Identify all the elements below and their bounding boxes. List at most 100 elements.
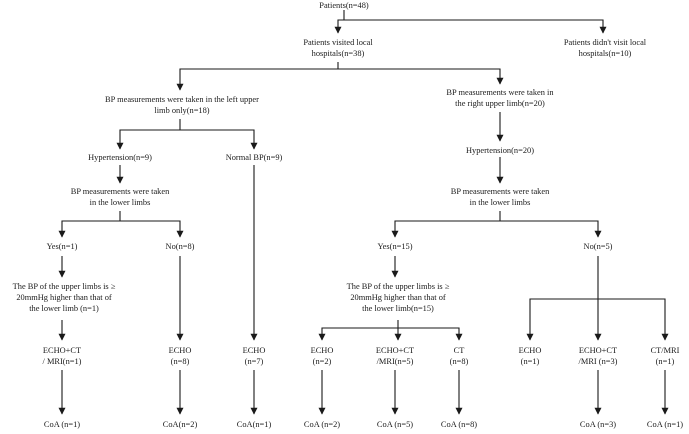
node-label: BP measurements were taken in the left u… xyxy=(105,95,259,104)
lower-limbs-right-node: BP measurements were taken in the lower … xyxy=(451,186,550,208)
connector-visited xyxy=(176,62,339,91)
node-label: Hypertension(n=9) xyxy=(88,153,152,162)
upper-vs-lower-right-node: The BP of the upper limbs is ≥ 20mmHg hi… xyxy=(347,281,450,314)
connector-root xyxy=(334,19,344,34)
test-node-3: ECHO (n=7) xyxy=(243,345,266,367)
connector-upper-right xyxy=(398,327,463,341)
node-label: BP measurements were taken xyxy=(450,187,550,196)
node-label: Yes(n=1) xyxy=(46,242,78,251)
node-label: / MRI(n=1) xyxy=(42,357,82,366)
test-node-9: CT/MRI (n=1) xyxy=(651,345,680,367)
node-label: in the lower limbs xyxy=(89,198,151,207)
connector-no-right xyxy=(598,298,669,341)
node-label: Patients visited local xyxy=(303,38,373,47)
connector-root xyxy=(343,10,607,34)
node-label: CoA (n=2) xyxy=(303,420,341,429)
yes-left-node: Yes(n=1) xyxy=(47,241,78,252)
visited-hospitals-node: Patients visited local hospitals(n=38) xyxy=(303,37,372,59)
test-node-7: ECHO (n=1) xyxy=(519,345,542,367)
left-upper-limb-node: BP measurements were taken in the left u… xyxy=(105,94,259,116)
node-label: ECHO+CT xyxy=(42,346,82,355)
root-node: Patients(n=48) xyxy=(319,0,368,11)
connector-no-right xyxy=(526,256,599,341)
node-label: 20mmHg higher than that of xyxy=(350,293,446,302)
node-label: (n=2) xyxy=(312,357,332,366)
node-label: ECHO xyxy=(168,346,192,355)
connector-lower-right xyxy=(500,220,602,238)
coa-node-2: CoA(n=2) xyxy=(163,419,198,430)
coa-node-1: CoA (n=1) xyxy=(44,419,80,430)
node-label: The BP of the upper limbs is ≥ xyxy=(12,282,116,291)
node-label: CoA(n=2) xyxy=(162,420,198,429)
upper-vs-lower-left-node: The BP of the upper limbs is ≥ 20mmHg hi… xyxy=(13,281,116,314)
node-label: (n=1) xyxy=(520,357,540,366)
node-label: BP measurements were taken xyxy=(70,187,170,196)
node-label: (n=1) xyxy=(655,357,675,366)
test-node-5: ECHO+CT /MRI(n=5) xyxy=(376,345,414,367)
node-label: The BP of the upper limbs is ≥ xyxy=(346,282,450,291)
coa-node-9: CoA (n=1) xyxy=(647,419,683,430)
node-label: ECHO xyxy=(242,346,266,355)
coa-node-4: CoA (n=2) xyxy=(304,419,340,430)
node-label: CoA (n=1) xyxy=(646,420,684,429)
coa-node-3: CoA(n=1) xyxy=(237,419,272,430)
node-label: the lower limb (n=1) xyxy=(29,304,99,313)
node-label: (n=7) xyxy=(244,357,264,366)
test-node-1: ECHO+CT / MRI(n=1) xyxy=(43,345,82,367)
coa-node-5: CoA (n=5) xyxy=(377,419,413,430)
node-label: ECHO xyxy=(310,346,334,355)
connector-left-limb xyxy=(180,129,258,150)
node-label: ECHO+CT xyxy=(578,346,618,355)
node-label: CoA (n=3) xyxy=(579,420,617,429)
connector-lower-left xyxy=(120,220,184,238)
node-label: Patients(n=48) xyxy=(319,1,369,10)
node-label: Hypertension(n=20) xyxy=(466,146,534,155)
node-label: /MRI (n=3) xyxy=(578,357,618,366)
hypertension-left-node: Hypertension(n=9) xyxy=(88,152,152,163)
no-left-node: No(n=8) xyxy=(166,241,195,252)
node-label: CoA (n=1) xyxy=(43,420,81,429)
node-label: ECHO+CT xyxy=(375,346,415,355)
node-label: (n=8) xyxy=(449,357,469,366)
node-label: No(n=8) xyxy=(165,242,195,251)
node-label: 20mmHg higher than that of xyxy=(16,293,112,302)
connector-visited xyxy=(338,68,504,85)
test-node-8: ECHO+CT /MRI (n=3) xyxy=(579,345,618,367)
node-label: ECHO xyxy=(518,346,542,355)
node-label: CoA (n=5) xyxy=(376,420,414,429)
node-label: Yes(n=15) xyxy=(377,242,413,251)
no-right-node: No(n=5) xyxy=(584,241,613,252)
node-label: CoA (n=8) xyxy=(440,420,478,429)
node-label: /MRI(n=5) xyxy=(376,357,414,366)
connector-lower-right xyxy=(391,211,501,238)
node-label: the right upper limb(n=20) xyxy=(455,99,545,108)
coa-node-8: CoA (n=3) xyxy=(580,419,616,430)
node-label: limb only(n=18) xyxy=(154,106,210,115)
node-label: Patients didn't visit local xyxy=(563,38,647,47)
node-label: CT/MRI xyxy=(650,346,680,355)
connector-lower-left xyxy=(58,211,121,238)
node-label: in the lower limbs xyxy=(469,198,531,207)
test-node-6: CT (n=8) xyxy=(450,345,469,367)
test-node-2: ECHO (n=8) xyxy=(169,345,192,367)
node-label: No(n=5) xyxy=(583,242,613,251)
node-label: the lower limb(n=15) xyxy=(362,304,434,313)
test-node-4: ECHO (n=2) xyxy=(311,345,334,367)
node-label: hospitals(n=38) xyxy=(311,49,365,58)
yes-right-node: Yes(n=15) xyxy=(377,241,412,252)
lower-limbs-left-node: BP measurements were taken in the lower … xyxy=(71,186,170,208)
connector-upper-right xyxy=(318,320,399,341)
node-label: (n=8) xyxy=(170,357,190,366)
hypertension-right-node: Hypertension(n=20) xyxy=(466,145,534,156)
node-label: BP measurements were taken in xyxy=(446,88,554,97)
node-label: hospitals(n=10) xyxy=(578,49,632,58)
coa-node-6: CoA (n=8) xyxy=(441,419,477,430)
node-label: CT xyxy=(453,346,465,355)
normal-bp-node: Normal BP(n=9) xyxy=(226,152,283,163)
not-visited-hospitals-node: Patients didn't visit local hospitals(n=… xyxy=(564,37,646,59)
connector-left-limb xyxy=(116,119,181,150)
node-label: Normal BP(n=9) xyxy=(225,153,283,162)
right-upper-limb-node: BP measurements were taken in the right … xyxy=(446,87,553,109)
